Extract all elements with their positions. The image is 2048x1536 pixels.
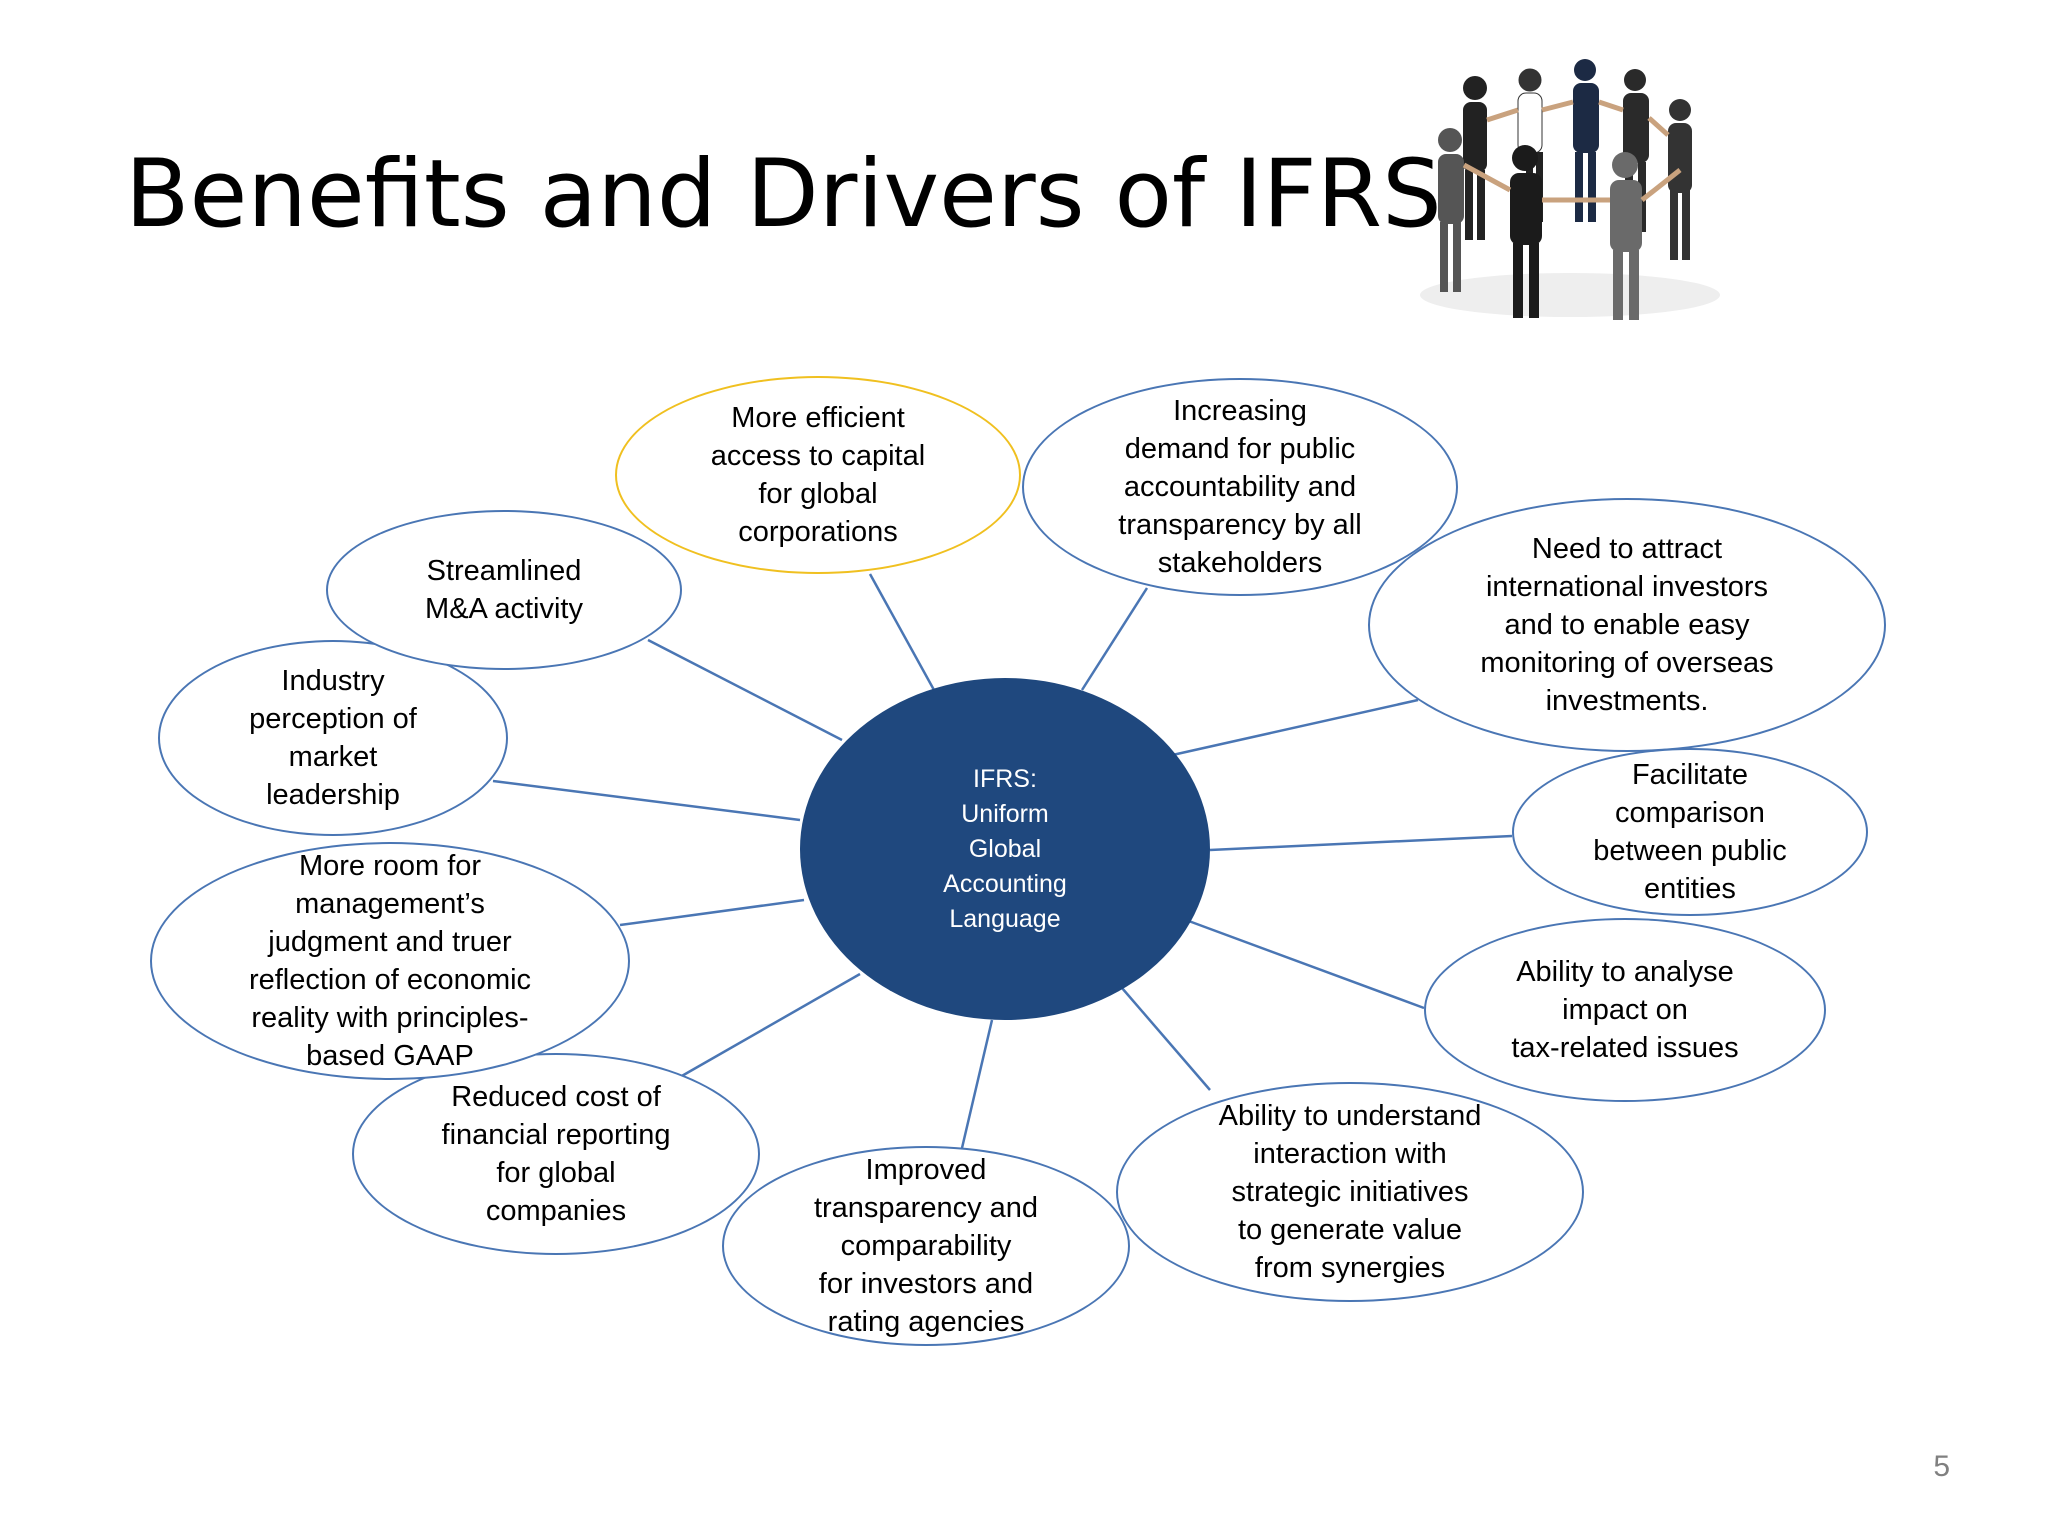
connector-facilitate-comparison — [1209, 834, 1513, 852]
node-label: Facilitate comparison between public ent… — [1593, 759, 1787, 905]
node-label: More room for management’s judgment and … — [248, 850, 532, 1072]
node-label: Ability to understand interaction with s… — [1218, 1100, 1482, 1284]
connector-management-judgment — [619, 898, 805, 927]
node-management-judgment: More room for management’s judgment and … — [150, 842, 630, 1080]
node-label: Ability to analyse impact on tax-related… — [1511, 956, 1739, 1064]
people-circle-image — [1420, 59, 1720, 320]
node-reduced-cost: Reduced cost of financial reporting for … — [352, 1053, 760, 1255]
node-strategic-initiatives: Ability to understand interaction with s… — [1116, 1082, 1584, 1302]
node-label: Need to attract international investors … — [1480, 533, 1774, 717]
connector-industry-perception — [492, 779, 801, 822]
node-international-investors: Need to attract international investors … — [1368, 498, 1886, 752]
connector-reduced-cost — [679, 972, 861, 1079]
node-streamlined-ma: Streamlined M&A activity — [326, 510, 682, 670]
node-public-accountability: Increasing demand for public accountabil… — [1022, 378, 1458, 596]
node-efficient-capital: More efficient access to capital for glo… — [615, 376, 1021, 574]
node-improved-transparency: Improved transparency and comparability … — [722, 1146, 1130, 1346]
person-figure — [1463, 76, 1487, 240]
ifrs-center-node: IFRS: Uniform Global Accounting Language — [800, 678, 1210, 1020]
node-label: Streamlined M&A activity — [425, 555, 583, 625]
connector-public-accountability — [1080, 587, 1149, 691]
node-industry-perception: Industry perception of market leadership — [158, 640, 508, 836]
connector-international-investors — [1167, 698, 1419, 758]
connector-streamlined-ma — [647, 638, 843, 742]
node-label: More efficient access to capital for glo… — [710, 402, 926, 548]
center-node-label: IFRS: Uniform Global Accounting Language — [943, 764, 1067, 933]
connector-improved-transparency — [960, 1019, 994, 1149]
node-facilitate-comparison: Facilitate comparison between public ent… — [1512, 748, 1868, 916]
connector-strategic-initiatives — [1121, 987, 1211, 1091]
node-label: Reduced cost of financial reporting for … — [441, 1081, 671, 1227]
connector-efficient-capital — [868, 573, 936, 691]
page-number: 5 — [1933, 1450, 1950, 1483]
node-tax-analysis: Ability to analyse impact on tax-related… — [1424, 918, 1826, 1102]
node-label: Increasing demand for public accountabil… — [1118, 395, 1362, 579]
connector-tax-analysis — [1185, 918, 1425, 1010]
node-label: Industry perception of market leadership — [249, 665, 417, 811]
slide-title: Benefits and Drivers of IFRS — [125, 140, 1442, 249]
node-label: Improved transparency and comparability … — [813, 1154, 1039, 1338]
